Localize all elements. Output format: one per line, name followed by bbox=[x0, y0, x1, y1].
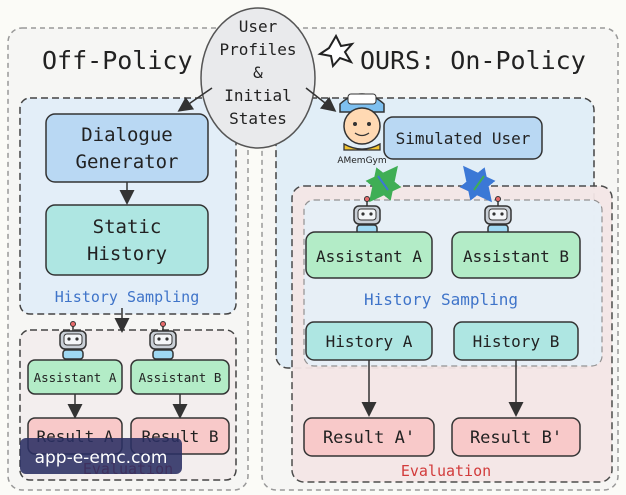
static-history-line1: Static bbox=[93, 216, 162, 238]
bubble-line5: States bbox=[229, 109, 287, 128]
simulated-user-label: Simulated User bbox=[396, 129, 531, 148]
bubble-line2: Profiles bbox=[219, 40, 296, 59]
simulated-user-box bbox=[383, 116, 543, 160]
left-assistant-a-label: Assistant A bbox=[34, 370, 117, 385]
watermark-text: app-e-emc.com bbox=[35, 448, 168, 468]
green-accent-line bbox=[473, 175, 485, 191]
right-result-a-box bbox=[303, 417, 435, 457]
arrow-bubble-to-left bbox=[177, 87, 213, 112]
amemgym-mascot-icon bbox=[339, 93, 385, 151]
arrow-bubble-to-right bbox=[305, 87, 337, 112]
bubble-line1: User bbox=[239, 17, 278, 36]
watermark-badge bbox=[20, 438, 182, 474]
history-a-label: History A bbox=[326, 332, 413, 351]
star-icon bbox=[317, 33, 355, 69]
right-assistant-a-box bbox=[305, 231, 433, 279]
right-result-b-box bbox=[451, 417, 581, 457]
bubble-line4: Initial bbox=[224, 86, 291, 105]
right-assistant-a-label: Assistant A bbox=[316, 247, 422, 266]
dialogue-generator-line1: Dialogue bbox=[81, 124, 173, 146]
right-result-b-label: Result B' bbox=[470, 428, 562, 448]
on-policy-title: OURS: On-Policy bbox=[360, 46, 586, 75]
right-evaluation-label: Evaluation bbox=[401, 462, 491, 480]
right-result-a-label: Result A' bbox=[323, 428, 415, 448]
blue-accent-line bbox=[377, 175, 389, 191]
right-history-sampling-label: History Sampling bbox=[364, 290, 518, 309]
off-policy-title: Off-Policy bbox=[42, 46, 193, 75]
static-history-line2: History bbox=[87, 243, 167, 265]
right-assistant-b-box bbox=[451, 231, 581, 279]
bubble-line3: & bbox=[253, 63, 263, 82]
static-history-box bbox=[45, 204, 209, 276]
dialogue-generator-line2: Generator bbox=[76, 151, 179, 173]
mascot-label: AMemGym bbox=[337, 156, 386, 166]
history-b-label: History B bbox=[473, 332, 560, 351]
user-profiles-bubble bbox=[200, 7, 316, 149]
left-history-sampling-label: History Sampling bbox=[55, 288, 200, 306]
right-assistant-b-label: Assistant B bbox=[463, 247, 569, 266]
left-assistant-b-label: Assistant B bbox=[139, 370, 222, 385]
